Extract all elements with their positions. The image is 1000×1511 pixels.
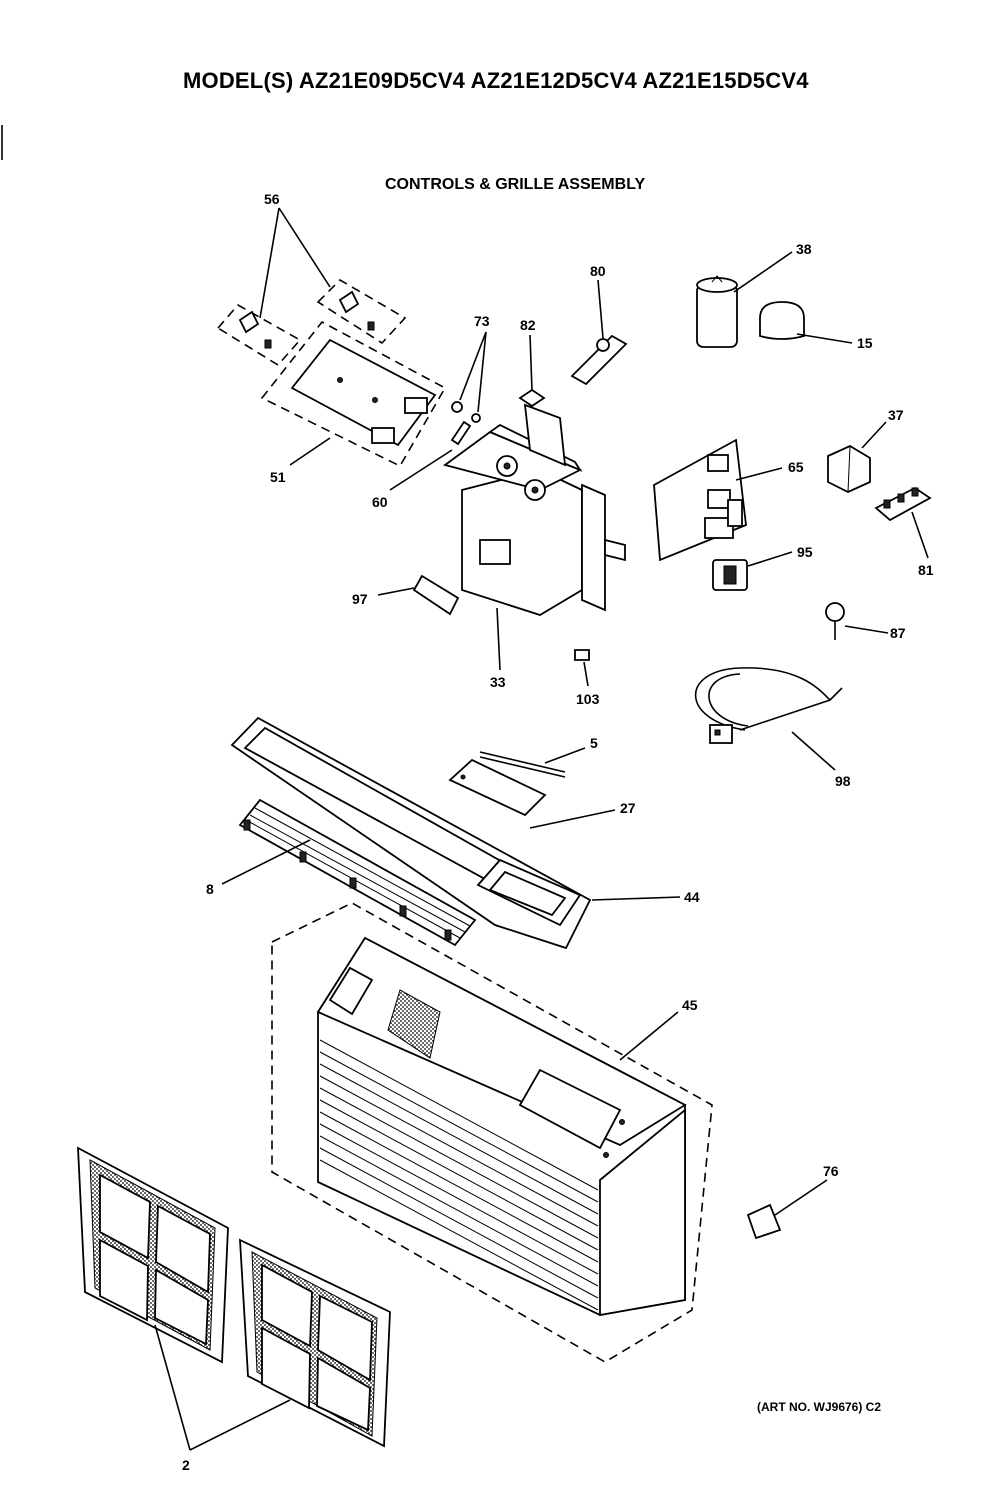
callout-60: 60	[372, 494, 388, 510]
part-82	[518, 388, 546, 408]
leader-73a	[459, 331, 487, 401]
leader-8	[221, 839, 311, 885]
part-73-screw-2	[471, 413, 481, 423]
callout-65: 65	[788, 459, 804, 475]
callout-56: 56	[264, 191, 280, 207]
leader-44	[591, 896, 681, 901]
model-title: MODEL(S) AZ21E09D5CV4 AZ21E12D5CV4 AZ21E…	[183, 68, 809, 93]
part-73-screw	[451, 401, 463, 413]
part-97	[412, 574, 460, 616]
leader-56b	[278, 207, 331, 288]
leader-81	[911, 511, 929, 559]
part-8-louver-assembly	[238, 798, 477, 947]
section-title: CONTROLS & GRILLE ASSEMBLY	[385, 176, 646, 193]
part-2-filter-right	[239, 1238, 391, 1448]
callout-81: 81	[918, 562, 934, 578]
leader-103	[583, 661, 589, 687]
part-37-relay	[827, 444, 871, 493]
leader-65	[735, 467, 783, 481]
leader-98	[791, 731, 836, 771]
art-number: (ART NO. WJ9676) C2	[757, 1400, 882, 1414]
part-60-bracket	[450, 420, 472, 446]
leader-15	[796, 333, 853, 344]
leader-45	[619, 1011, 679, 1061]
leader-97	[377, 587, 415, 596]
leader-87	[844, 625, 889, 634]
leader-60	[389, 449, 453, 491]
leader-2a	[154, 1324, 191, 1451]
part-38-capacitor	[696, 275, 738, 348]
leader-37	[861, 421, 887, 449]
callout-80: 80	[590, 263, 606, 279]
part-76-clip	[746, 1203, 782, 1240]
callout-97: 97	[352, 591, 368, 607]
callout-38: 38	[796, 241, 812, 257]
leader-80	[597, 279, 604, 339]
part-5-gasket	[479, 751, 566, 773]
part-103	[574, 649, 590, 661]
leader-82	[529, 334, 533, 391]
callout-37: 37	[888, 407, 904, 423]
callout-27: 27	[620, 800, 636, 816]
leader-33	[496, 607, 501, 671]
part-56-knobs	[216, 278, 407, 367]
leader-51	[289, 437, 331, 466]
callout-98: 98	[835, 773, 851, 789]
callout-76: 76	[823, 1163, 839, 1179]
part-87-thermistor	[825, 602, 845, 640]
callout-82: 82	[520, 317, 536, 333]
callout-33: 33	[490, 674, 506, 690]
part-5-gasket-edge	[479, 756, 566, 778]
callout-51: 51	[270, 469, 286, 485]
part-80-hole	[596, 338, 610, 352]
part-27-hole	[460, 774, 466, 780]
callout-8: 8	[206, 881, 214, 897]
leader-5	[544, 747, 586, 764]
leader-38	[733, 251, 793, 293]
part-65-relay-board	[653, 438, 747, 562]
callout-44: 44	[684, 889, 700, 905]
callout-45: 45	[682, 997, 698, 1013]
callout-95: 95	[797, 544, 813, 560]
callout-103: 103	[576, 691, 600, 707]
callout-15: 15	[857, 335, 873, 351]
part-15-clamp	[759, 301, 805, 340]
callout-5: 5	[590, 735, 598, 751]
leader-2b	[189, 1399, 291, 1451]
part-81-terminal-block	[874, 486, 932, 522]
part-33-control-box	[442, 403, 626, 616]
part-45-front-cover	[271, 902, 713, 1363]
part-98-power-cord	[694, 667, 843, 744]
part-44-discharge-grille	[230, 716, 592, 950]
part-95-transformer	[712, 559, 748, 591]
part-2-filter-left	[77, 1146, 229, 1364]
leader-56a	[259, 207, 280, 319]
part-27-cover	[448, 758, 547, 817]
callout-2: 2	[182, 1457, 190, 1473]
callout-87: 87	[890, 625, 906, 641]
leader-27	[529, 809, 616, 829]
leader-73b	[477, 331, 487, 413]
leader-95	[747, 551, 793, 567]
part-51-control-panel	[260, 320, 447, 468]
leader-76	[774, 1179, 828, 1216]
callout-73: 73	[474, 313, 490, 329]
